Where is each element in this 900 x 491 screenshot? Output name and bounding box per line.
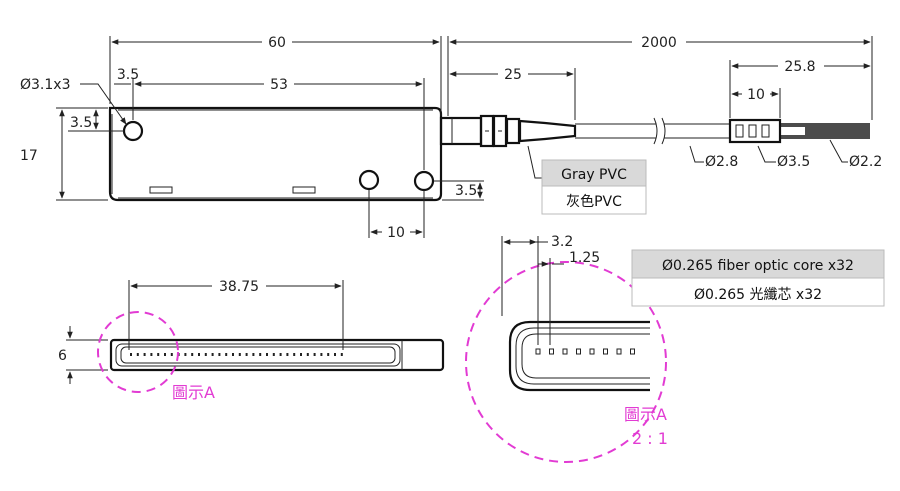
- fiber-dot: [340, 353, 343, 356]
- fiber-dot: [252, 353, 255, 356]
- mount-hole-bottom-1: [358, 169, 380, 191]
- fiber-dot: [293, 353, 296, 356]
- fiber-dot: [218, 353, 221, 356]
- fiber-dot: [150, 353, 153, 356]
- detail-fiber-dots: [535, 348, 635, 355]
- dim-body-height: 17: [20, 148, 38, 164]
- fiber-dot: [334, 353, 336, 356]
- dim-hole-spacing: 53: [270, 77, 288, 93]
- detail-a-scale: 2 : 1: [632, 429, 668, 448]
- dimension-labels-top: 60 2000 25 25.8 10 53 3.5 Ø3.1x3 3.5 17 …: [20, 33, 882, 241]
- slot-left: [149, 186, 173, 194]
- fiber-dot: [266, 353, 268, 356]
- detail-fiber-dot: [616, 348, 622, 355]
- fiber-dot: [225, 353, 228, 356]
- fiber-dot: [130, 353, 132, 356]
- mount-hole-bottom-2: [413, 170, 435, 192]
- mount-hole-top-left: [122, 120, 144, 142]
- detail-a-enlarged-circle: [465, 261, 667, 463]
- fiber-dot: [184, 353, 187, 356]
- fiber-dot: [143, 353, 146, 356]
- dim-hole-offset-left: 3.5: [70, 115, 92, 131]
- detail-fiber-dot: [549, 348, 554, 355]
- dim-body-length: 60: [268, 35, 286, 51]
- fiber-dot: [259, 353, 262, 356]
- cable-material-box: Gray PVC 灰色PVC: [541, 159, 647, 215]
- sensor-head-top-view: [108, 106, 443, 202]
- dim-detail-pitch-a: 3.2: [551, 234, 573, 250]
- fiber-dot: [327, 353, 330, 356]
- detail-fiber-dot: [535, 348, 541, 355]
- fiber-dot: [232, 353, 234, 356]
- fiber-dot: [198, 353, 200, 356]
- detail-fiber-dot: [562, 348, 568, 355]
- fiber-dot: [320, 353, 323, 356]
- fiber-dot: [306, 353, 309, 356]
- detail-fiber-dot: [589, 348, 595, 355]
- dim-lower-hole-offset: 3.5: [455, 183, 477, 199]
- fiber-core-en: Ø0.265 fiber optic core x32: [662, 258, 854, 274]
- cable-material-en: Gray PVC: [561, 167, 627, 183]
- detail-a-callout: 圖示A: [172, 383, 215, 402]
- dim-boot-length: 25: [504, 67, 522, 83]
- dim-face-height: 6: [58, 348, 67, 364]
- front-face-view: 38.75 6 圖示A: [58, 277, 445, 402]
- fiber-dot: [279, 353, 282, 356]
- fiber-dot: [157, 353, 160, 356]
- cable-boot: [439, 114, 656, 148]
- detail-fiber-dot: [576, 348, 581, 355]
- dim-sleeve-diameter: Ø3.5: [777, 154, 810, 170]
- dim-sleeve-length: 10: [747, 87, 765, 103]
- fiber-dot: [238, 353, 241, 356]
- detail-a-title: 圖示A: [624, 405, 667, 424]
- fiber-dot: [191, 353, 194, 356]
- cable-material-zh: 灰色PVC: [566, 193, 622, 210]
- dim-array-length: 38.75: [219, 279, 259, 295]
- dim-detail-pitch-b: 1.25: [569, 250, 600, 266]
- fiber-dot: [164, 353, 166, 356]
- fiber-dot: [204, 353, 207, 356]
- dim-hole-offset-top: 3.5: [117, 67, 139, 83]
- fiber-dot: [272, 353, 275, 356]
- detail-a-circle: [97, 311, 179, 393]
- dim-cable-diameter: Ø2.8: [705, 154, 738, 170]
- dim-hole-diameter: Ø3.1x3: [20, 77, 70, 93]
- cable-end: [664, 118, 870, 144]
- detail-fiber-dot: [630, 348, 635, 355]
- dim-end-length: 25.8: [784, 59, 815, 75]
- fiber-dot: [211, 353, 214, 356]
- detail-fiber-dot: [603, 348, 608, 355]
- fiber-dot: [313, 353, 316, 356]
- detail-a-view: 3.2 1.25 圖示A 2 : 1: [465, 234, 668, 463]
- fiber-dot: [245, 353, 248, 356]
- fiber-core-spec-box: Ø0.265 fiber optic core x32 Ø0.265 光纖芯 x…: [631, 249, 885, 307]
- fiber-dot: [170, 353, 173, 356]
- dim-cable-length: 2000: [641, 35, 677, 51]
- fiber-dot: [286, 353, 289, 356]
- dim-lower-hole-spacing: 10: [387, 225, 405, 241]
- slot-right: [292, 186, 316, 194]
- dim-fiber-bundle-diameter: Ø2.2: [849, 154, 882, 170]
- fiber-dot-row: [130, 353, 343, 356]
- fiber-core-zh: Ø0.265 光纖芯 x32: [694, 287, 822, 303]
- fiber-dot: [136, 353, 139, 356]
- fiber-dot: [300, 353, 302, 356]
- cable-break: [653, 117, 666, 145]
